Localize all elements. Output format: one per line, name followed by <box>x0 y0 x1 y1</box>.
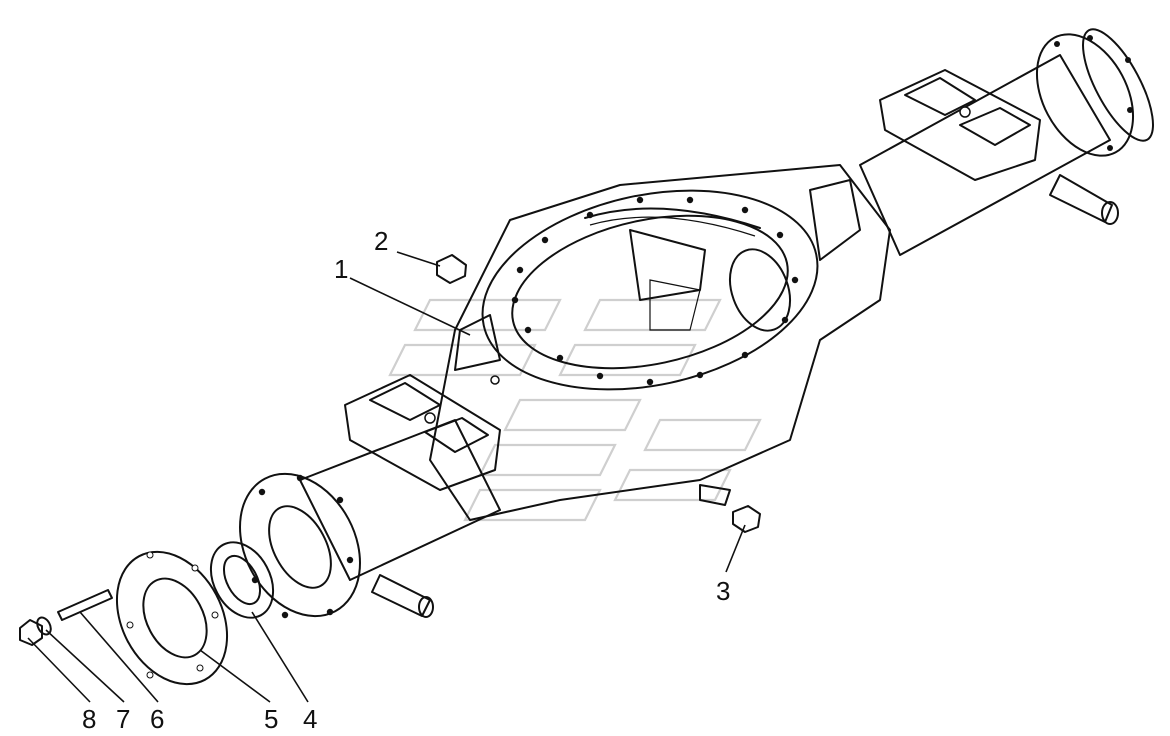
callout-5: 5 <box>264 704 278 734</box>
callout-7: 7 <box>116 704 130 734</box>
gasket-part-5 <box>115 550 229 686</box>
callout-6: 6 <box>150 704 164 734</box>
callout-8: 8 <box>82 704 96 734</box>
stud-part-6 <box>57 589 113 621</box>
leader-lines <box>27 251 746 703</box>
bearing-part-4 <box>209 541 275 619</box>
plug-part-2 <box>436 254 467 284</box>
left-axle-tube <box>239 374 501 619</box>
nut-part-8 <box>19 619 43 646</box>
callout-3: 3 <box>716 576 730 606</box>
callout-1: 1 <box>334 254 348 284</box>
callout-2: 2 <box>374 226 388 256</box>
callout-labels: 1 2 3 4 5 6 7 8 <box>82 226 730 734</box>
right-axle-tube <box>859 28 1154 256</box>
plug-part-3 <box>732 505 761 533</box>
axle-housing <box>429 164 891 521</box>
washer-part-7 <box>36 616 52 636</box>
callout-4: 4 <box>303 704 317 734</box>
